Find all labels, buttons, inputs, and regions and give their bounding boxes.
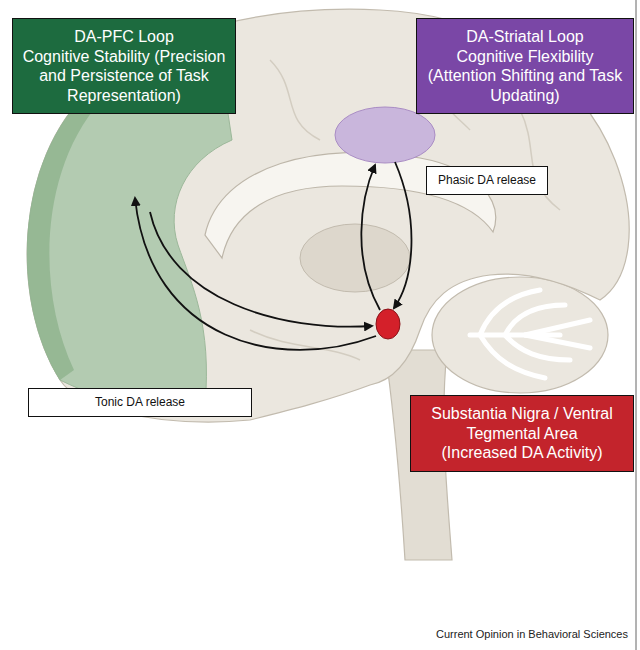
cerebellum-folia	[470, 290, 590, 378]
box-body: (Increased DA Activity)	[419, 443, 625, 463]
box-body: Cognitive Stability (Precision and Persi…	[21, 47, 227, 106]
striatum	[335, 107, 435, 163]
loop-box: DA-PFC LoopCognitive Stability (Precisio…	[12, 18, 236, 114]
box-heading: Phasic DA release	[433, 173, 541, 188]
region-box: Substantia Nigra / Ventral Tegmental Are…	[410, 395, 634, 472]
frame-line	[636, 0, 637, 650]
box-heading: Substantia Nigra / Ventral Tegmental Are…	[419, 404, 625, 443]
release-label-box: Phasic DA release	[426, 166, 548, 195]
box-body: Cognitive Flexibility (Attention Shiftin…	[425, 47, 625, 106]
thalamus	[300, 224, 410, 292]
cerebellum	[432, 277, 608, 393]
substantia-nigra-vta	[376, 309, 400, 339]
box-heading: DA-PFC Loop	[21, 27, 227, 47]
box-heading: DA-Striatal Loop	[425, 27, 625, 47]
journal-caption: Current Opinion in Behavioral Sciences	[436, 628, 628, 640]
loop-box: DA-Striatal LoopCognitive Flexibility (A…	[416, 18, 634, 114]
box-heading: Tonic DA release	[35, 395, 245, 410]
release-label-box: Tonic DA release	[28, 388, 252, 417]
dopamine-arrows	[135, 162, 411, 350]
